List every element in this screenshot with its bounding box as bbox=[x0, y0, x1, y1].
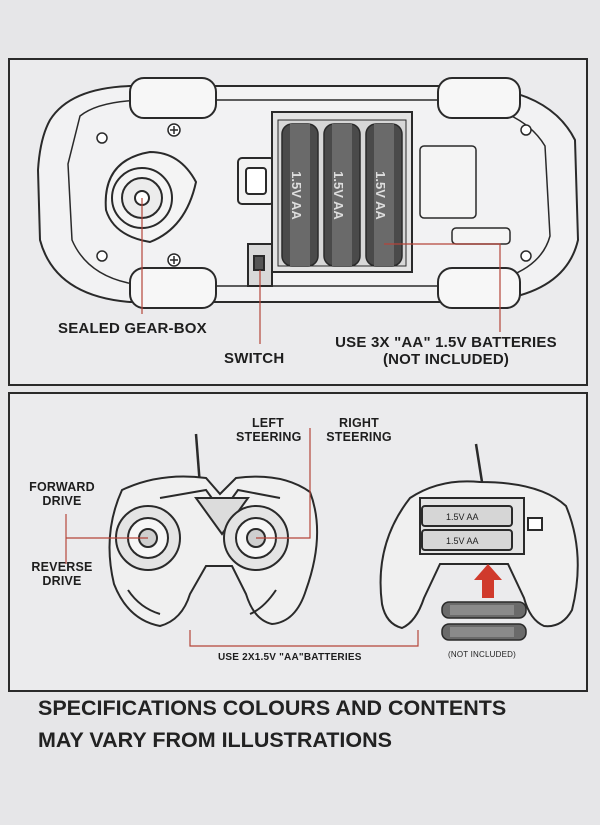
remote-not-included-label: (NOT INCLUDED) bbox=[448, 650, 516, 659]
batteries-label: USE 3X "AA" 1.5V BATTERIES (NOT INCLUDED… bbox=[310, 334, 582, 368]
car-battery-label-2: 1.5V AA bbox=[330, 171, 346, 220]
car-battery-label-1: 1.5V AA bbox=[288, 171, 304, 220]
reverse-drive-label: REVERSE DRIVE bbox=[24, 560, 100, 588]
car-underside-panel: 1.5V AA 1.5V AA 1.5V AA SEALED GEAR-BOX … bbox=[8, 58, 588, 386]
screws bbox=[96, 123, 532, 267]
gearbox-label: SEALED GEAR-BOX bbox=[58, 320, 207, 337]
controller-back bbox=[379, 443, 579, 630]
reverse-drive-line1: REVERSE bbox=[31, 560, 93, 574]
forward-drive-label: FORWARD DRIVE bbox=[24, 480, 100, 508]
disclaimer-line1: SPECIFICATIONS COLOURS AND CONTENTS bbox=[38, 696, 507, 720]
switch-icon bbox=[237, 157, 275, 287]
loose-batteries bbox=[441, 601, 527, 641]
right-steering-line2: STEERING bbox=[326, 430, 392, 444]
chassis-details bbox=[419, 145, 511, 245]
left-steering-line1: LEFT bbox=[251, 416, 285, 430]
remote-diagram bbox=[65, 428, 579, 647]
right-steering-line1: RIGHT bbox=[339, 416, 379, 430]
batteries-label-line1: USE 3X "AA" 1.5V BATTERIES bbox=[335, 334, 557, 351]
disclaimer-line2: MAY VARY FROM ILLUSTRATIONS bbox=[38, 728, 392, 752]
right-steering-label: RIGHT STEERING bbox=[324, 416, 394, 444]
remote-control-panel: 1.5V AA 1.5V AA LEFT STEERING RIGHT STEE… bbox=[8, 392, 588, 692]
batteries-label-line2: (NOT INCLUDED) bbox=[382, 351, 510, 368]
remote-callout-lines bbox=[65, 428, 419, 647]
gearbox-icon bbox=[104, 150, 198, 244]
callout-lines bbox=[141, 198, 501, 344]
forward-drive-line1: FORWARD bbox=[29, 480, 95, 494]
remote-batteries-label: USE 2X1.5V "AA"BATTERIES bbox=[218, 652, 362, 663]
car-diagram bbox=[36, 77, 580, 344]
switch-label: SWITCH bbox=[224, 350, 285, 367]
remote-battery-label-2: 1.5V AA bbox=[446, 536, 479, 546]
remote-battery-label-1: 1.5V AA bbox=[446, 512, 479, 522]
disclaimer: SPECIFICATIONS COLOURS AND CONTENTS MAY … bbox=[38, 692, 578, 756]
left-steering-line2: STEERING bbox=[236, 430, 302, 444]
car-batteries bbox=[281, 123, 403, 267]
reverse-drive-line2: DRIVE bbox=[42, 574, 82, 588]
forward-drive-line2: DRIVE bbox=[42, 494, 82, 508]
controller-front bbox=[108, 433, 319, 628]
car-battery-label-3: 1.5V AA bbox=[372, 171, 388, 220]
left-steering-label: LEFT STEERING bbox=[236, 416, 302, 444]
insert-arrow-icon bbox=[474, 564, 502, 598]
